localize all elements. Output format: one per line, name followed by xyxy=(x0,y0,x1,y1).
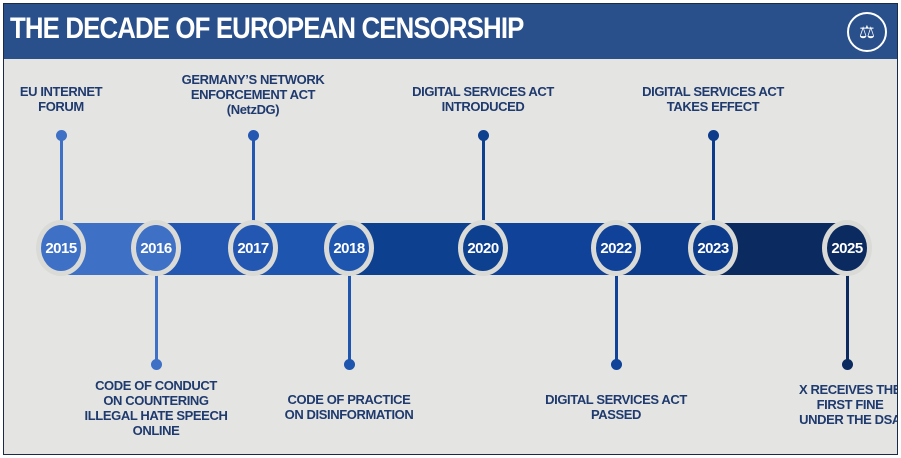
year-marker-2018: 2018 xyxy=(324,220,374,276)
connector-dot xyxy=(248,130,259,141)
connector-line xyxy=(252,134,255,248)
connector-line xyxy=(846,248,849,364)
connector-line xyxy=(155,248,158,364)
connector-line xyxy=(482,134,485,248)
year-marker-2023: 2023 xyxy=(688,220,738,276)
connector-line xyxy=(60,134,63,248)
infographic: THE DECADE OF EUROPEAN CENSORSHIP ⚖ EU I… xyxy=(3,3,898,455)
year-marker-2017: 2017 xyxy=(228,220,278,276)
page-title: THE DECADE OF EUROPEAN CENSORSHIP xyxy=(10,12,524,45)
connector-line xyxy=(348,248,351,364)
year-marker-2015: 2015 xyxy=(36,220,86,276)
connector-dot xyxy=(478,130,489,141)
year-marker-2022: 2022 xyxy=(591,220,641,276)
connector-line xyxy=(712,134,715,248)
header-banner: THE DECADE OF EUROPEAN CENSORSHIP ⚖ xyxy=(4,4,897,59)
connector-dot xyxy=(708,130,719,141)
connector-dot xyxy=(151,359,162,370)
connector-dot xyxy=(344,359,355,370)
connector-dot xyxy=(56,130,67,141)
year-marker-2020: 2020 xyxy=(458,220,508,276)
connector-dot xyxy=(611,359,622,370)
year-marker-2025: 2025 xyxy=(822,220,872,276)
scales-of-justice-icon: ⚖ xyxy=(847,12,887,52)
year-marker-2016: 2016 xyxy=(131,220,181,276)
connector-dot xyxy=(842,359,853,370)
connector-line xyxy=(615,248,618,364)
